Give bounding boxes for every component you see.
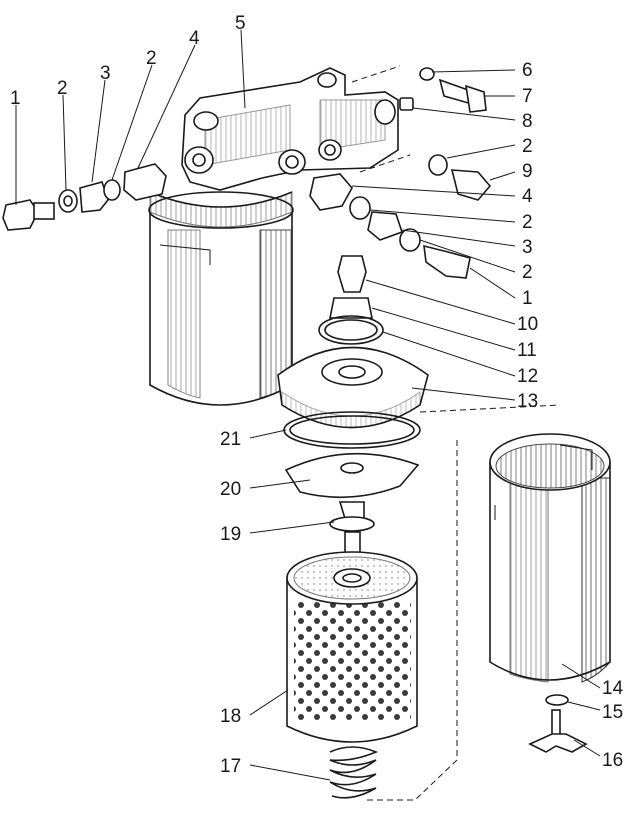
upper-right-hardware (399, 67, 487, 113)
label-7: 7 (522, 86, 533, 107)
label-2-right-b: 2 (522, 212, 533, 233)
filter-element (286, 551, 418, 743)
label-17: 17 (220, 756, 241, 777)
label-2-left-a: 2 (57, 78, 68, 99)
label-12: 12 (517, 366, 538, 387)
filter-head-body (181, 67, 399, 191)
label-2-left-b: 2 (146, 48, 157, 69)
label-2-right-a: 2 (522, 136, 533, 157)
label-1-left: 1 (10, 88, 21, 109)
label-14: 14 (602, 678, 624, 699)
label-6: 6 (522, 60, 533, 81)
assembly-guide-lines (351, 65, 561, 801)
label-16: 16 (602, 750, 623, 771)
label-19: 19 (220, 524, 241, 545)
label-4-left: 4 (189, 28, 200, 49)
label-8: 8 (522, 111, 533, 132)
filter-bowl-detached (489, 433, 611, 753)
label-5: 5 (235, 13, 246, 34)
label-4-right: 4 (522, 186, 533, 207)
label-20: 20 (220, 479, 241, 500)
label-3-left: 3 (100, 63, 111, 84)
assembled-filter-bowl (148, 191, 294, 406)
label-11: 11 (517, 340, 537, 361)
label-2-right-c: 2 (522, 262, 533, 283)
label-15: 15 (602, 702, 623, 723)
right-fitting-group (309, 154, 492, 279)
label-9: 9 (522, 161, 533, 182)
leader-lines (15, 29, 601, 781)
label-18: 18 (220, 706, 241, 727)
callout-labels: 1 2 3 2 4 5 6 7 8 2 9 4 2 3 2 1 10 11 12… (10, 13, 624, 777)
label-13: 13 (517, 391, 538, 412)
center-stack (277, 255, 429, 563)
left-fitting-group (2, 163, 167, 231)
label-10: 10 (517, 314, 538, 335)
label-21: 21 (220, 429, 241, 450)
label-1-right: 1 (522, 288, 533, 309)
label-3-right: 3 (522, 237, 533, 258)
spring (329, 746, 379, 799)
